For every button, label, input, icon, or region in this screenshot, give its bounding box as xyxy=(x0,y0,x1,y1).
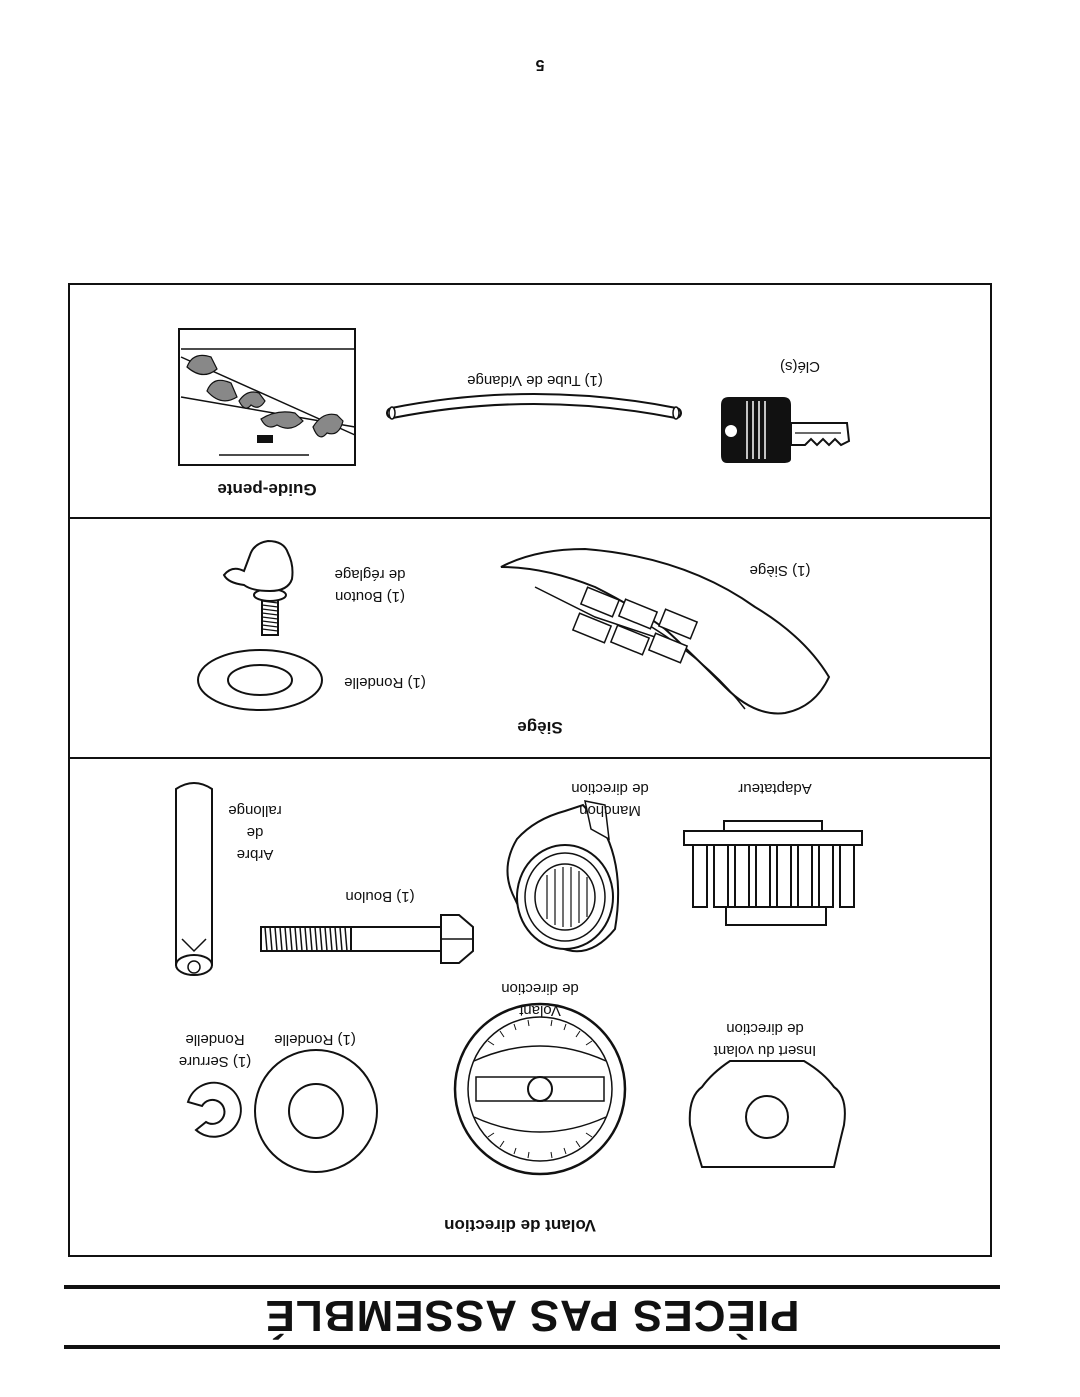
adapter-icon xyxy=(683,820,863,926)
slope-guide-title: Guide-pente xyxy=(217,480,317,499)
seat-washer-icon xyxy=(197,649,323,711)
title-rule-bottom xyxy=(64,1285,1000,1289)
seat-washer-label: (1) Rondelle xyxy=(344,674,426,691)
steering-sleeve-label-1: Manchon xyxy=(579,802,641,819)
keys-label: Clé(s) xyxy=(780,358,820,375)
page-title: PIÈCES PAS ASSEMBLÉ xyxy=(264,1291,800,1340)
seat-icon xyxy=(500,547,831,715)
steering-sleeve-icon xyxy=(506,800,620,953)
seat-label: (1) Siège xyxy=(749,562,811,579)
bolt-icon xyxy=(260,914,474,964)
page-number: 5 xyxy=(535,56,545,73)
steering-insert-label-2: de direction xyxy=(726,1020,804,1037)
steering-insert-label-1: Insert du volant xyxy=(713,1042,817,1059)
seat-section-title: Siège xyxy=(517,718,563,737)
extension-shaft-icon xyxy=(175,782,213,976)
washer-icon xyxy=(254,1049,378,1173)
key-icon xyxy=(721,397,851,463)
steering-section-title: Volant de direction xyxy=(444,1216,596,1235)
slope-guide-icon xyxy=(178,328,356,466)
drain-tube-icon xyxy=(386,393,682,420)
adjustment-knob-label-2: de réglage xyxy=(334,566,406,583)
lock-washer-icon xyxy=(186,1081,242,1138)
title-rule-top xyxy=(64,1345,1000,1349)
extension-shaft-label-3: rallonge xyxy=(228,802,282,819)
drain-tube-label: (1) Tube de Vidange xyxy=(467,372,603,389)
steering-wheel-icon xyxy=(453,1002,627,1176)
steering-sleeve-label-2: de direction xyxy=(571,780,649,797)
steering-wheel-label-1: Volant xyxy=(519,1002,561,1019)
steering-insert-icon xyxy=(688,1060,846,1168)
adjustment-knob-icon xyxy=(222,539,294,636)
extension-shaft-label-2: de xyxy=(246,824,264,841)
adjustment-knob-label-1: (1) Bouton xyxy=(334,588,406,605)
adapter-label: Adaptateur xyxy=(738,780,812,797)
bolt-label: (1) Boulon xyxy=(345,888,415,905)
extension-shaft-label-1: Arbre xyxy=(236,846,274,863)
washer-label: (1) Rondelle xyxy=(274,1031,356,1048)
